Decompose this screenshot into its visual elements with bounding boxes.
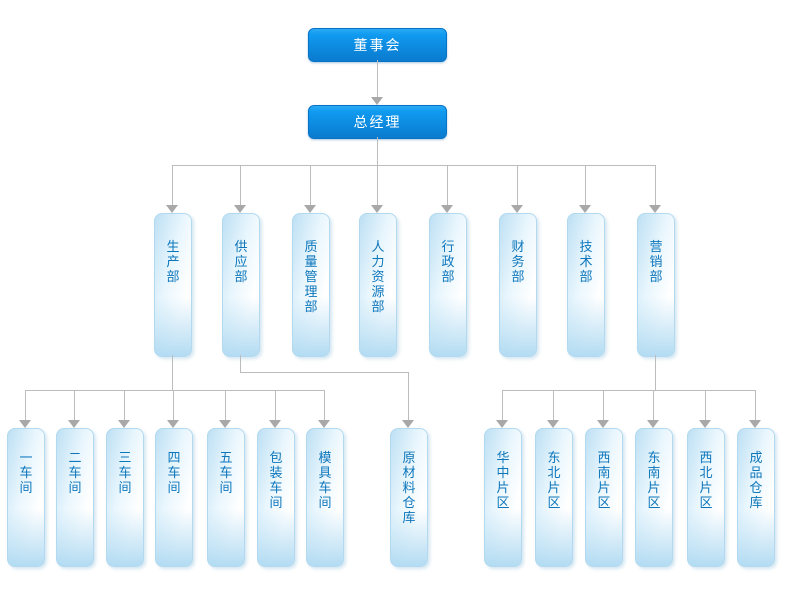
connector-elbow-supply xyxy=(240,372,408,373)
leaf-label: 西北片区 xyxy=(699,451,713,511)
dept-label: 供应部 xyxy=(234,240,248,285)
leaf-label: 四车间 xyxy=(167,451,181,496)
org-node-region-northwest: 西北片区 xyxy=(687,428,725,567)
org-node-region-central-china: 华中片区 xyxy=(484,428,522,567)
connector-arrow-workshop-4 xyxy=(167,390,179,428)
connector-arrow-dept-quality xyxy=(304,165,316,213)
leaf-label: 东北片区 xyxy=(547,451,561,511)
leaf-label: 二车间 xyxy=(68,451,82,496)
leaf-label: 原材料仓库 xyxy=(402,451,416,526)
org-node-workshop-2: 二车间 xyxy=(56,428,94,567)
org-node-dept-tech: 技术部 xyxy=(567,213,605,357)
connector-arrow-region-central-china xyxy=(496,390,508,428)
leaf-label: 包装车间 xyxy=(269,451,283,511)
org-node-dept-finance: 财务部 xyxy=(499,213,537,357)
dept-label: 技术部 xyxy=(579,240,593,285)
org-node-dept-supply: 供应部 xyxy=(222,213,260,357)
leaf-label: 东南片区 xyxy=(647,451,661,511)
org-node-board: 董事会 xyxy=(308,28,447,62)
connector-arrow-workshop-2 xyxy=(68,390,80,428)
connector-arrow-finished-goods-warehouse xyxy=(749,390,761,428)
connector-arrow-workshop-5 xyxy=(219,390,231,428)
leaf-label: 西南片区 xyxy=(597,451,611,511)
connector-rail-workshops xyxy=(25,390,324,391)
connector-arrow-dept-hr xyxy=(371,165,383,213)
connector-arrow-region-northeast xyxy=(547,390,559,428)
org-node-workshop-packaging: 包装车间 xyxy=(257,428,295,567)
connector-stem-marketing xyxy=(655,355,656,390)
org-node-region-southeast: 东南片区 xyxy=(635,428,673,567)
org-node-workshop-1: 一车间 xyxy=(7,428,45,567)
leaf-label: 华中片区 xyxy=(496,451,510,511)
org-node-warehouse-finished-goods: 成品仓库 xyxy=(737,428,775,567)
leaf-label: 模具车间 xyxy=(318,451,332,511)
connector-arrow-dept-supply xyxy=(234,165,246,213)
org-node-workshop-5: 五车间 xyxy=(207,428,245,567)
dept-label: 财务部 xyxy=(511,240,525,285)
leaf-label: 三车间 xyxy=(118,451,132,496)
org-node-dept-hr: 人力资源部 xyxy=(359,213,397,357)
dept-label: 营销部 xyxy=(649,240,663,285)
dept-label: 行政部 xyxy=(441,240,455,285)
connector-arrow-raw-material-warehouse xyxy=(402,372,414,428)
connector-stem-production xyxy=(172,355,173,390)
org-node-dept-quality: 质量管理部 xyxy=(292,213,330,357)
org-node-workshop-4: 四车间 xyxy=(155,428,193,567)
connector-arrow-board-to-gm xyxy=(371,60,383,105)
connector-arrow-region-southeast xyxy=(647,390,659,428)
connector-arrow-dept-tech xyxy=(579,165,591,213)
org-node-general-manager-label: 总经理 xyxy=(353,115,402,131)
connector-arrow-dept-marketing xyxy=(649,165,661,213)
org-node-dept-production: 生产部 xyxy=(154,213,192,357)
dept-label: 人力资源部 xyxy=(371,240,385,315)
connector-rail-regions xyxy=(502,390,755,391)
leaf-label: 一车间 xyxy=(19,451,33,496)
leaf-label: 五车间 xyxy=(219,451,233,496)
connector-arrow-dept-finance xyxy=(511,165,523,213)
dept-label: 生产部 xyxy=(166,240,180,285)
org-node-warehouse-raw-material: 原材料仓库 xyxy=(390,428,428,567)
connector-arrow-workshop-3 xyxy=(118,390,130,428)
org-node-dept-marketing: 营销部 xyxy=(637,213,675,357)
connector-arrow-dept-admin xyxy=(441,165,453,213)
org-node-board-label: 董事会 xyxy=(353,38,402,54)
org-node-region-southwest: 西南片区 xyxy=(585,428,623,567)
org-node-dept-admin: 行政部 xyxy=(429,213,467,357)
connector-arrow-region-southwest xyxy=(597,390,609,428)
connector-arrow-region-northwest xyxy=(699,390,711,428)
dept-label: 质量管理部 xyxy=(304,240,318,315)
leaf-label: 成品仓库 xyxy=(749,451,763,511)
org-node-workshop-mold: 模具车间 xyxy=(306,428,344,567)
org-node-region-northeast: 东北片区 xyxy=(535,428,573,567)
connector-stem-gm xyxy=(377,137,378,165)
org-node-workshop-3: 三车间 xyxy=(106,428,144,567)
connector-arrow-workshop-packaging xyxy=(269,390,281,428)
org-node-general-manager: 总经理 xyxy=(308,105,447,139)
connector-stem-supply xyxy=(240,355,241,372)
connector-rail-departments xyxy=(172,165,655,166)
connector-arrow-workshop-mold xyxy=(318,390,330,428)
connector-arrow-workshop-1 xyxy=(19,390,31,428)
connector-arrow-dept-production xyxy=(166,165,178,213)
